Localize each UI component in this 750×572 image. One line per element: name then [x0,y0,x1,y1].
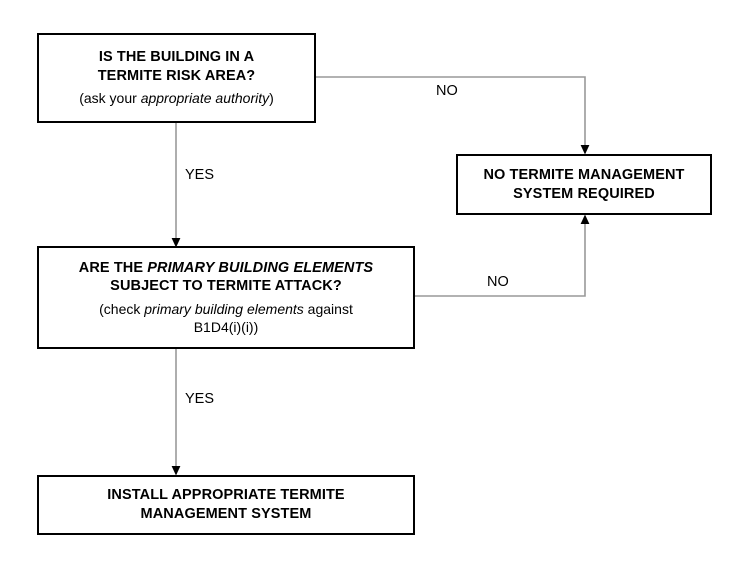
node-install-line1: INSTALL APPROPRIATE TERMITE [107,487,345,504]
node-risk-area-line1: IS THE BUILDING IN A [98,49,255,65]
node-are-primary-building-elements-subject-to-termite-attack[interactable]: ARE THE PRIMARY BUILDING ELEMENTS SUBJEC… [37,246,415,349]
node-risk-area-sub-emphasis: appropriate authority [140,90,270,107]
node-install-appropriate-termite-management-system[interactable]: INSTALL APPROPRIATE TERMITE MANAGEMENT S… [37,475,415,535]
node-primary-elements-subtext: (check primary building elements against… [99,301,353,337]
connector-yes-risk-to-primary [171,123,181,248]
node-primary-elements-line1-prefix: ARE THE [78,259,148,276]
node-risk-area-sub-suffix: ) [269,90,274,107]
node-install-line2: MANAGEMENT SYSTEM [140,506,312,522]
node-primary-elements-heading: ARE THE PRIMARY BUILDING ELEMENTS SUBJEC… [79,259,373,296]
node-no-termite-management-system-required[interactable]: NO TERMITE MANAGEMENT SYSTEM REQUIRED [456,154,712,215]
node-primary-elements-sub-suffix: against [303,300,353,317]
node-primary-elements-sub-prefix: (check [99,300,145,317]
node-primary-elements-sub-reference: B1D4(i)(i)) [193,318,259,335]
node-risk-area-subtext: (ask your appropriate authority) [79,90,274,108]
node-risk-area-line2: TERMITE RISK AREA? [97,67,256,84]
node-install-heading: INSTALL APPROPRIATE TERMITE MANAGEMENT S… [107,486,344,523]
node-is-building-in-termite-risk-area[interactable]: IS THE BUILDING IN A TERMITE RISK AREA? … [37,33,316,123]
node-primary-elements-sub-emphasis: primary building elements [144,300,304,317]
node-no-system-line1: NO TERMITE MANAGEMENT [483,166,685,183]
node-no-system-line2: SYSTEM REQUIRED [513,185,655,202]
node-no-system-heading: NO TERMITE MANAGEMENT SYSTEM REQUIRED [483,166,684,203]
node-primary-elements-line2: SUBJECT TO TERMITE ATTACK? [110,278,342,295]
edge-label-yes-primary-to-install: YES [185,391,215,407]
node-risk-area-sub-prefix: (ask your [79,90,141,107]
edge-label-yes-risk-to-primary: YES [185,167,215,183]
node-primary-elements-line1-emphasis: PRIMARY BUILDING ELEMENTS [147,259,374,276]
edge-label-no-risk-to-nosystem: NO [436,83,458,99]
connector-yes-primary-to-install [171,349,181,476]
edge-label-no-primary-to-nosystem: NO [487,274,509,290]
node-risk-area-heading: IS THE BUILDING IN A TERMITE RISK AREA? [98,48,256,85]
